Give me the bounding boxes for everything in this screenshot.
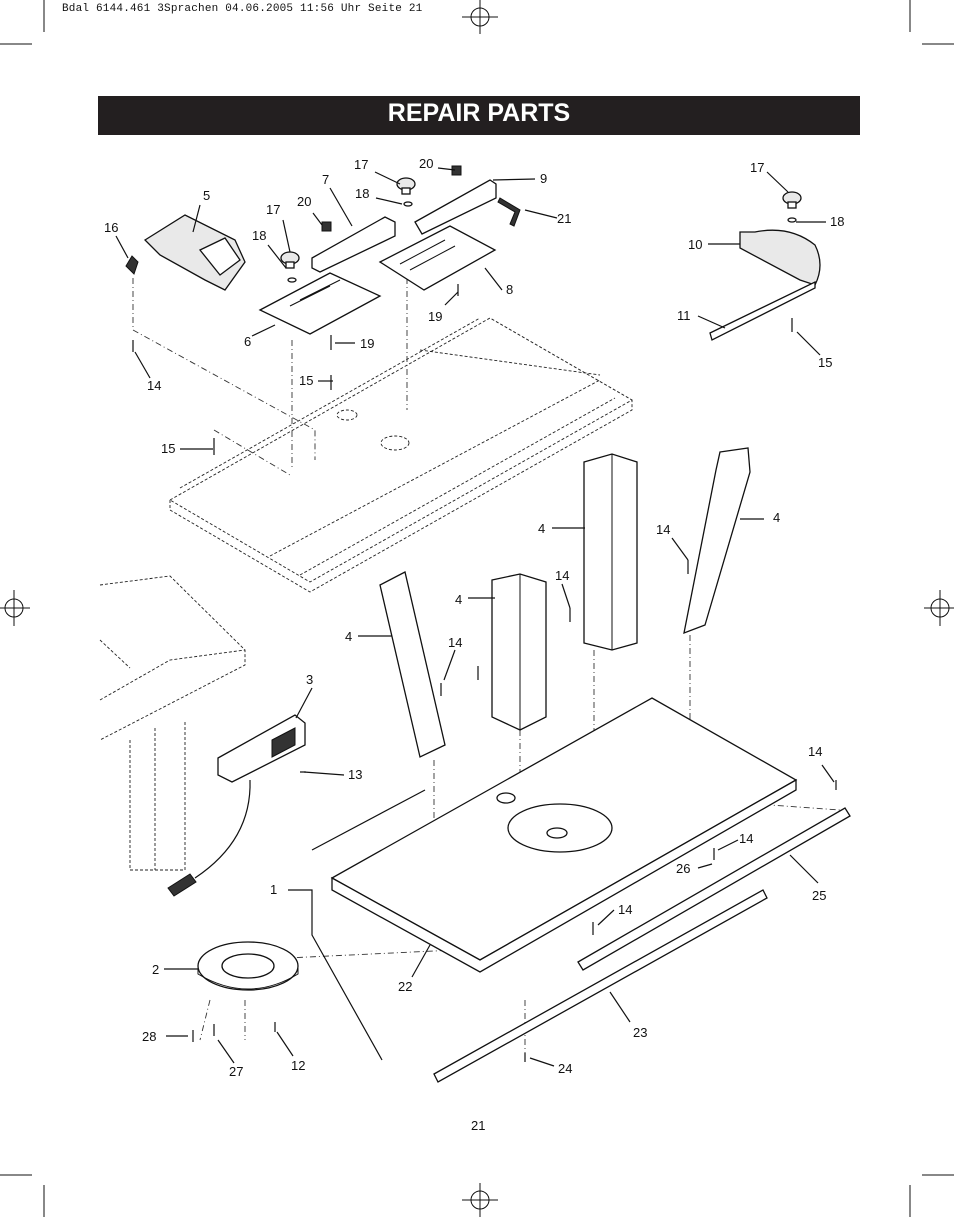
callout-19a: 19 (360, 336, 374, 351)
callout-14d: 14 (448, 635, 462, 650)
leader-lines (115, 167, 835, 1067)
part-4-leg-c (583, 453, 638, 651)
part-6-fence-plate (258, 272, 382, 335)
part-8-fence-plate (378, 225, 497, 291)
callout-18c: 18 (830, 214, 844, 229)
part-21-bracket (497, 197, 521, 227)
callout-17a: 17 (266, 202, 280, 217)
callout-3: 3 (306, 672, 313, 687)
title-banner: REPAIR PARTS (98, 96, 860, 135)
callout-25: 25 (812, 888, 826, 903)
callout-10: 10 (688, 237, 702, 252)
callout-24: 24 (558, 1061, 572, 1076)
part-23-rail (433, 889, 768, 1083)
callout-28: 28 (142, 1029, 156, 1044)
registration-mark-top (462, 0, 498, 34)
part-11-miter-bar (709, 280, 816, 341)
callout-12: 12 (291, 1058, 305, 1073)
part-25-rail (577, 807, 851, 971)
callout-5: 5 (203, 188, 210, 203)
registration-mark-right (924, 590, 954, 626)
callout-15b: 15 (161, 441, 175, 456)
callout-21: 21 (557, 211, 571, 226)
callout-18b: 18 (355, 186, 369, 201)
callout-4b: 4 (455, 592, 462, 607)
callout-26: 26 (676, 861, 690, 876)
callout-2: 2 (152, 962, 159, 977)
callout-17c: 17 (750, 160, 764, 175)
callout-22: 22 (398, 979, 412, 994)
callout-27: 27 (229, 1064, 243, 1079)
part-17-knob-c (782, 191, 802, 209)
callout-14f: 14 (739, 831, 753, 846)
part-10-miter-gauge (739, 229, 821, 286)
callout-20b: 20 (419, 156, 433, 171)
page-number: 21 (471, 1118, 486, 1133)
callout-14e: 14 (808, 744, 822, 759)
part-5-switch-cover (143, 214, 246, 291)
part-17-knob-b (396, 177, 416, 195)
part-4-leg-a (379, 571, 446, 758)
callout-14b: 14 (656, 522, 670, 537)
assembled-table-phantom (99, 575, 246, 871)
callout-11: 11 (677, 308, 691, 323)
callout-17b: 17 (354, 157, 368, 172)
callout-4d: 4 (773, 510, 780, 525)
callout-18a: 18 (252, 228, 266, 243)
callout-14g: 14 (618, 902, 632, 917)
callout-labels: 1 2 3 4 4 4 4 5 6 7 8 9 10 11 12 13 14 1… (104, 156, 844, 1079)
callout-20a: 20 (297, 194, 311, 209)
registration-mark-left (0, 590, 30, 626)
callout-4a: 4 (345, 629, 352, 644)
callout-4c: 4 (538, 521, 545, 536)
part-2-insert-ring (197, 941, 299, 991)
callout-15c: 15 (818, 355, 832, 370)
callout-23: 23 (633, 1025, 647, 1040)
registration-mark-bottom (462, 1183, 498, 1217)
screws (132, 284, 837, 1062)
print-slug: Bdal 6144.461 3Sprachen 04.06.2005 11:56… (62, 3, 423, 15)
callout-6: 6 (244, 334, 251, 349)
part-3-power-switch (167, 714, 306, 897)
clips-20 (321, 165, 462, 232)
part-9-fence (414, 179, 497, 235)
callout-15a: 15 (299, 373, 313, 388)
callout-9: 9 (540, 171, 547, 186)
callout-1: 1 (270, 882, 277, 897)
part-16-knob (125, 255, 139, 275)
page-title: REPAIR PARTS (387, 99, 571, 127)
callout-19b: 19 (428, 309, 442, 324)
part-4-leg-b (491, 573, 547, 731)
washers-18 (287, 201, 797, 283)
callout-16: 16 (104, 220, 118, 235)
callout-14c: 14 (555, 568, 569, 583)
part-7-fence (311, 216, 396, 273)
callout-13: 13 (348, 767, 362, 782)
router-table-top-phantom (169, 317, 633, 593)
callout-7: 7 (322, 172, 329, 187)
callout-14a: 14 (147, 378, 161, 393)
part-1-table-top (330, 697, 798, 973)
callout-8: 8 (506, 282, 513, 297)
part-4-leg-d (683, 447, 751, 635)
